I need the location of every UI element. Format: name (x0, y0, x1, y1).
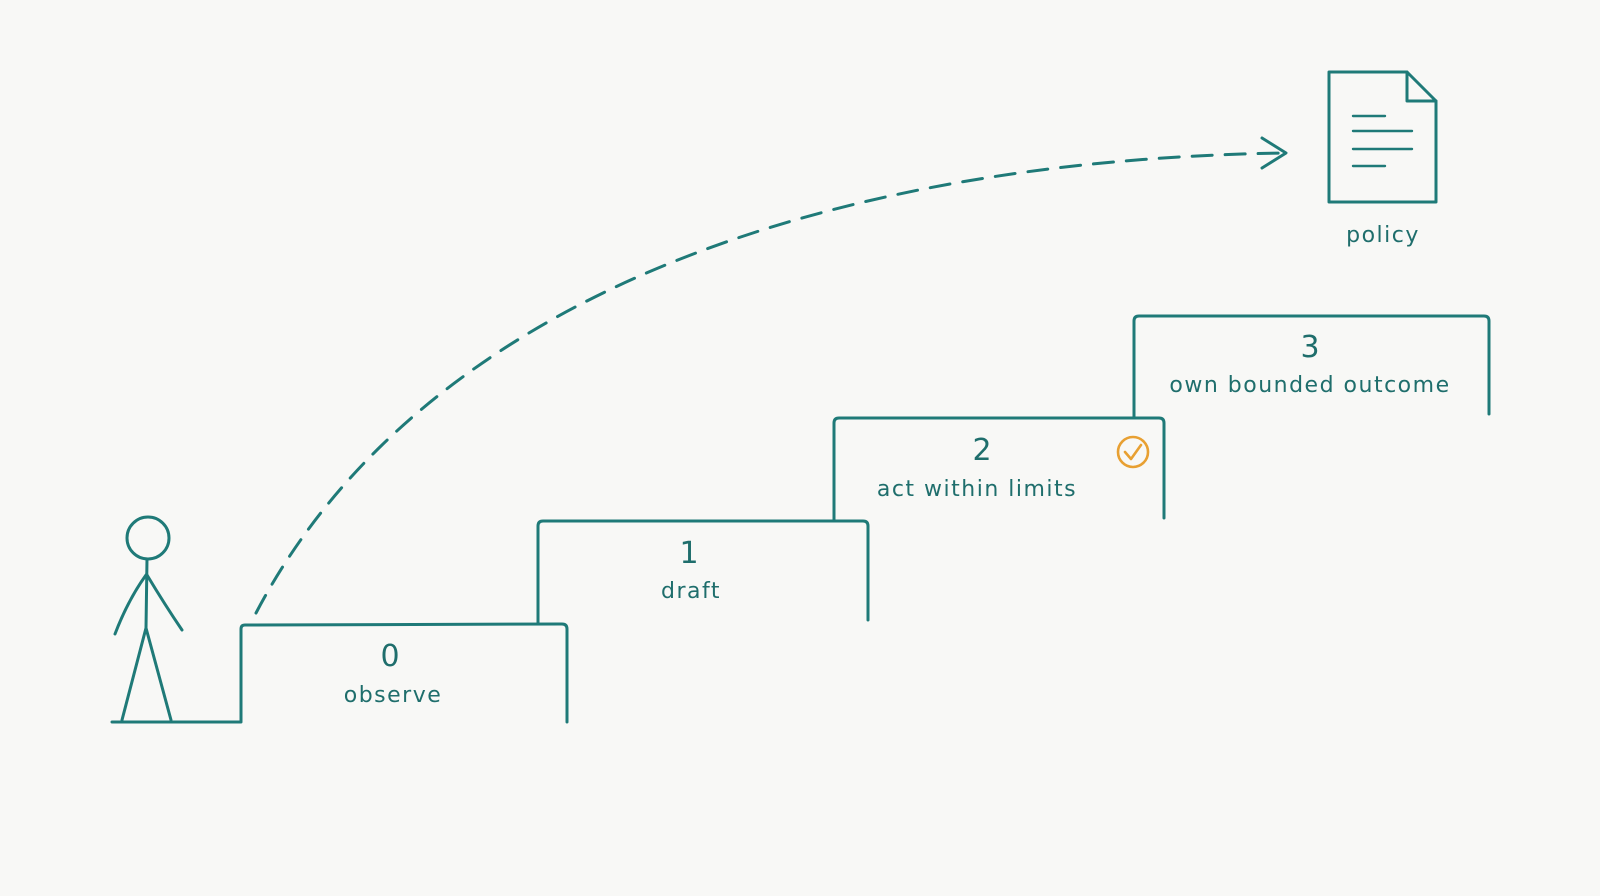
step-3-label: own bounded outcome (1169, 373, 1450, 398)
step-1-number: 1 (679, 536, 698, 571)
document-icon (1327, 70, 1438, 204)
staircase (184, 314, 1491, 724)
document-label: policy (1346, 223, 1420, 248)
step-2-label: act within limits (877, 477, 1077, 502)
step-1-outline (536, 519, 870, 626)
arrow-head-icon (1260, 136, 1288, 170)
step-0-label: observe (344, 683, 443, 708)
check-circle-icon (1116, 435, 1150, 469)
step-3-outline (1132, 314, 1491, 420)
step-1-label: draft (661, 579, 721, 604)
step-0-outline (184, 622, 569, 724)
step-0-number: 0 (380, 639, 399, 674)
trajectory-arrow (254, 136, 1288, 615)
step-2-outline (832, 416, 1166, 523)
stick-figure-icon (110, 515, 188, 724)
step-2-number: 2 (972, 433, 991, 468)
step-3-number: 3 (1300, 330, 1319, 365)
